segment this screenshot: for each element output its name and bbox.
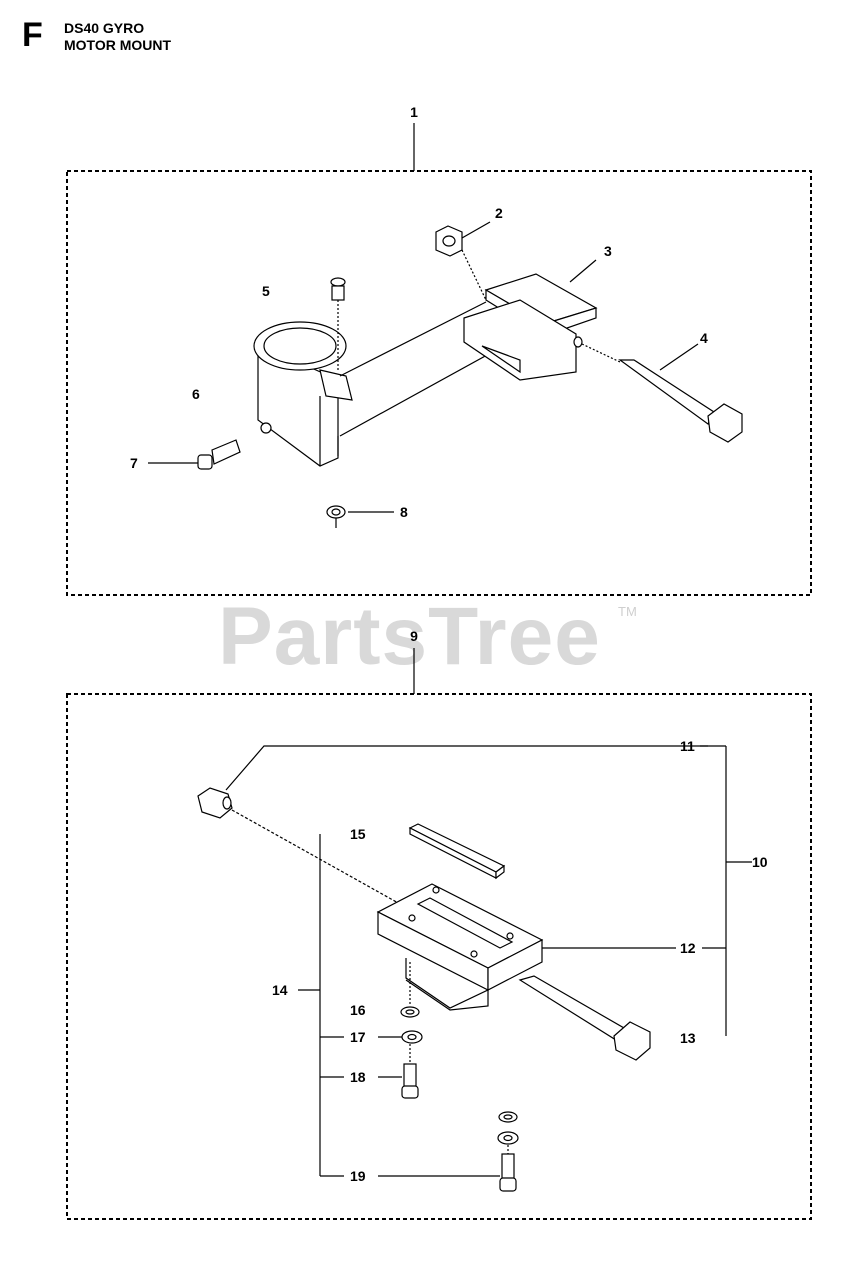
watermark-trademark: TM	[618, 604, 637, 619]
callout-7[interactable]: 7	[130, 455, 138, 471]
callout-2[interactable]: 2	[495, 205, 503, 221]
slide-plate	[376, 883, 544, 1011]
callout-12[interactable]: 12	[680, 940, 696, 956]
slide-bolt	[518, 975, 651, 1061]
callout-19[interactable]: 19	[350, 1168, 366, 1184]
leader-11	[225, 745, 708, 791]
leader-4	[659, 343, 699, 371]
assembly-name: MOTOR MOUNT	[64, 37, 172, 53]
callout-15[interactable]: 15	[350, 826, 366, 842]
callout-6[interactable]: 6	[192, 386, 200, 402]
washer-stack	[400, 962, 423, 1099]
mount-bolt	[581, 343, 743, 443]
leader-2	[461, 221, 491, 239]
key-bar	[408, 823, 506, 880]
callout-4[interactable]: 4	[700, 330, 708, 346]
callout-9[interactable]: 9	[410, 628, 418, 644]
callout-3[interactable]: 3	[604, 243, 612, 259]
section-letter: F	[22, 16, 43, 54]
bottom-nut	[326, 505, 346, 528]
assembly-box-9	[66, 693, 812, 1220]
diagram-title: DS40 GYRO MOTOR MOUNT	[64, 20, 171, 54]
callout-10[interactable]: 10	[752, 854, 768, 870]
hex-nut	[435, 225, 463, 257]
assembly-line-a	[339, 301, 487, 377]
slide-nut	[197, 787, 233, 819]
callout-13[interactable]: 13	[680, 1030, 696, 1046]
screw-set-19	[497, 1111, 519, 1192]
leader-3	[569, 259, 597, 283]
callout-14[interactable]: 14	[272, 982, 288, 998]
callout-11[interactable]: 11	[680, 738, 695, 754]
mount-block	[463, 273, 598, 381]
clamp-screw	[330, 277, 346, 370]
callout-8[interactable]: 8	[400, 504, 408, 520]
clamp-bracket	[253, 321, 353, 467]
clamp-side-screw	[197, 439, 241, 470]
callout-18[interactable]: 18	[350, 1069, 366, 1085]
watermark-text: PartsTree	[218, 591, 601, 682]
callout-5[interactable]: 5	[262, 283, 270, 299]
callout-1[interactable]: 1	[410, 104, 418, 120]
callout-16[interactable]: 16	[350, 1002, 366, 1018]
assembly-box-1	[66, 170, 812, 596]
model-name: DS40 GYRO	[64, 20, 145, 36]
callout-17[interactable]: 17	[350, 1029, 366, 1045]
